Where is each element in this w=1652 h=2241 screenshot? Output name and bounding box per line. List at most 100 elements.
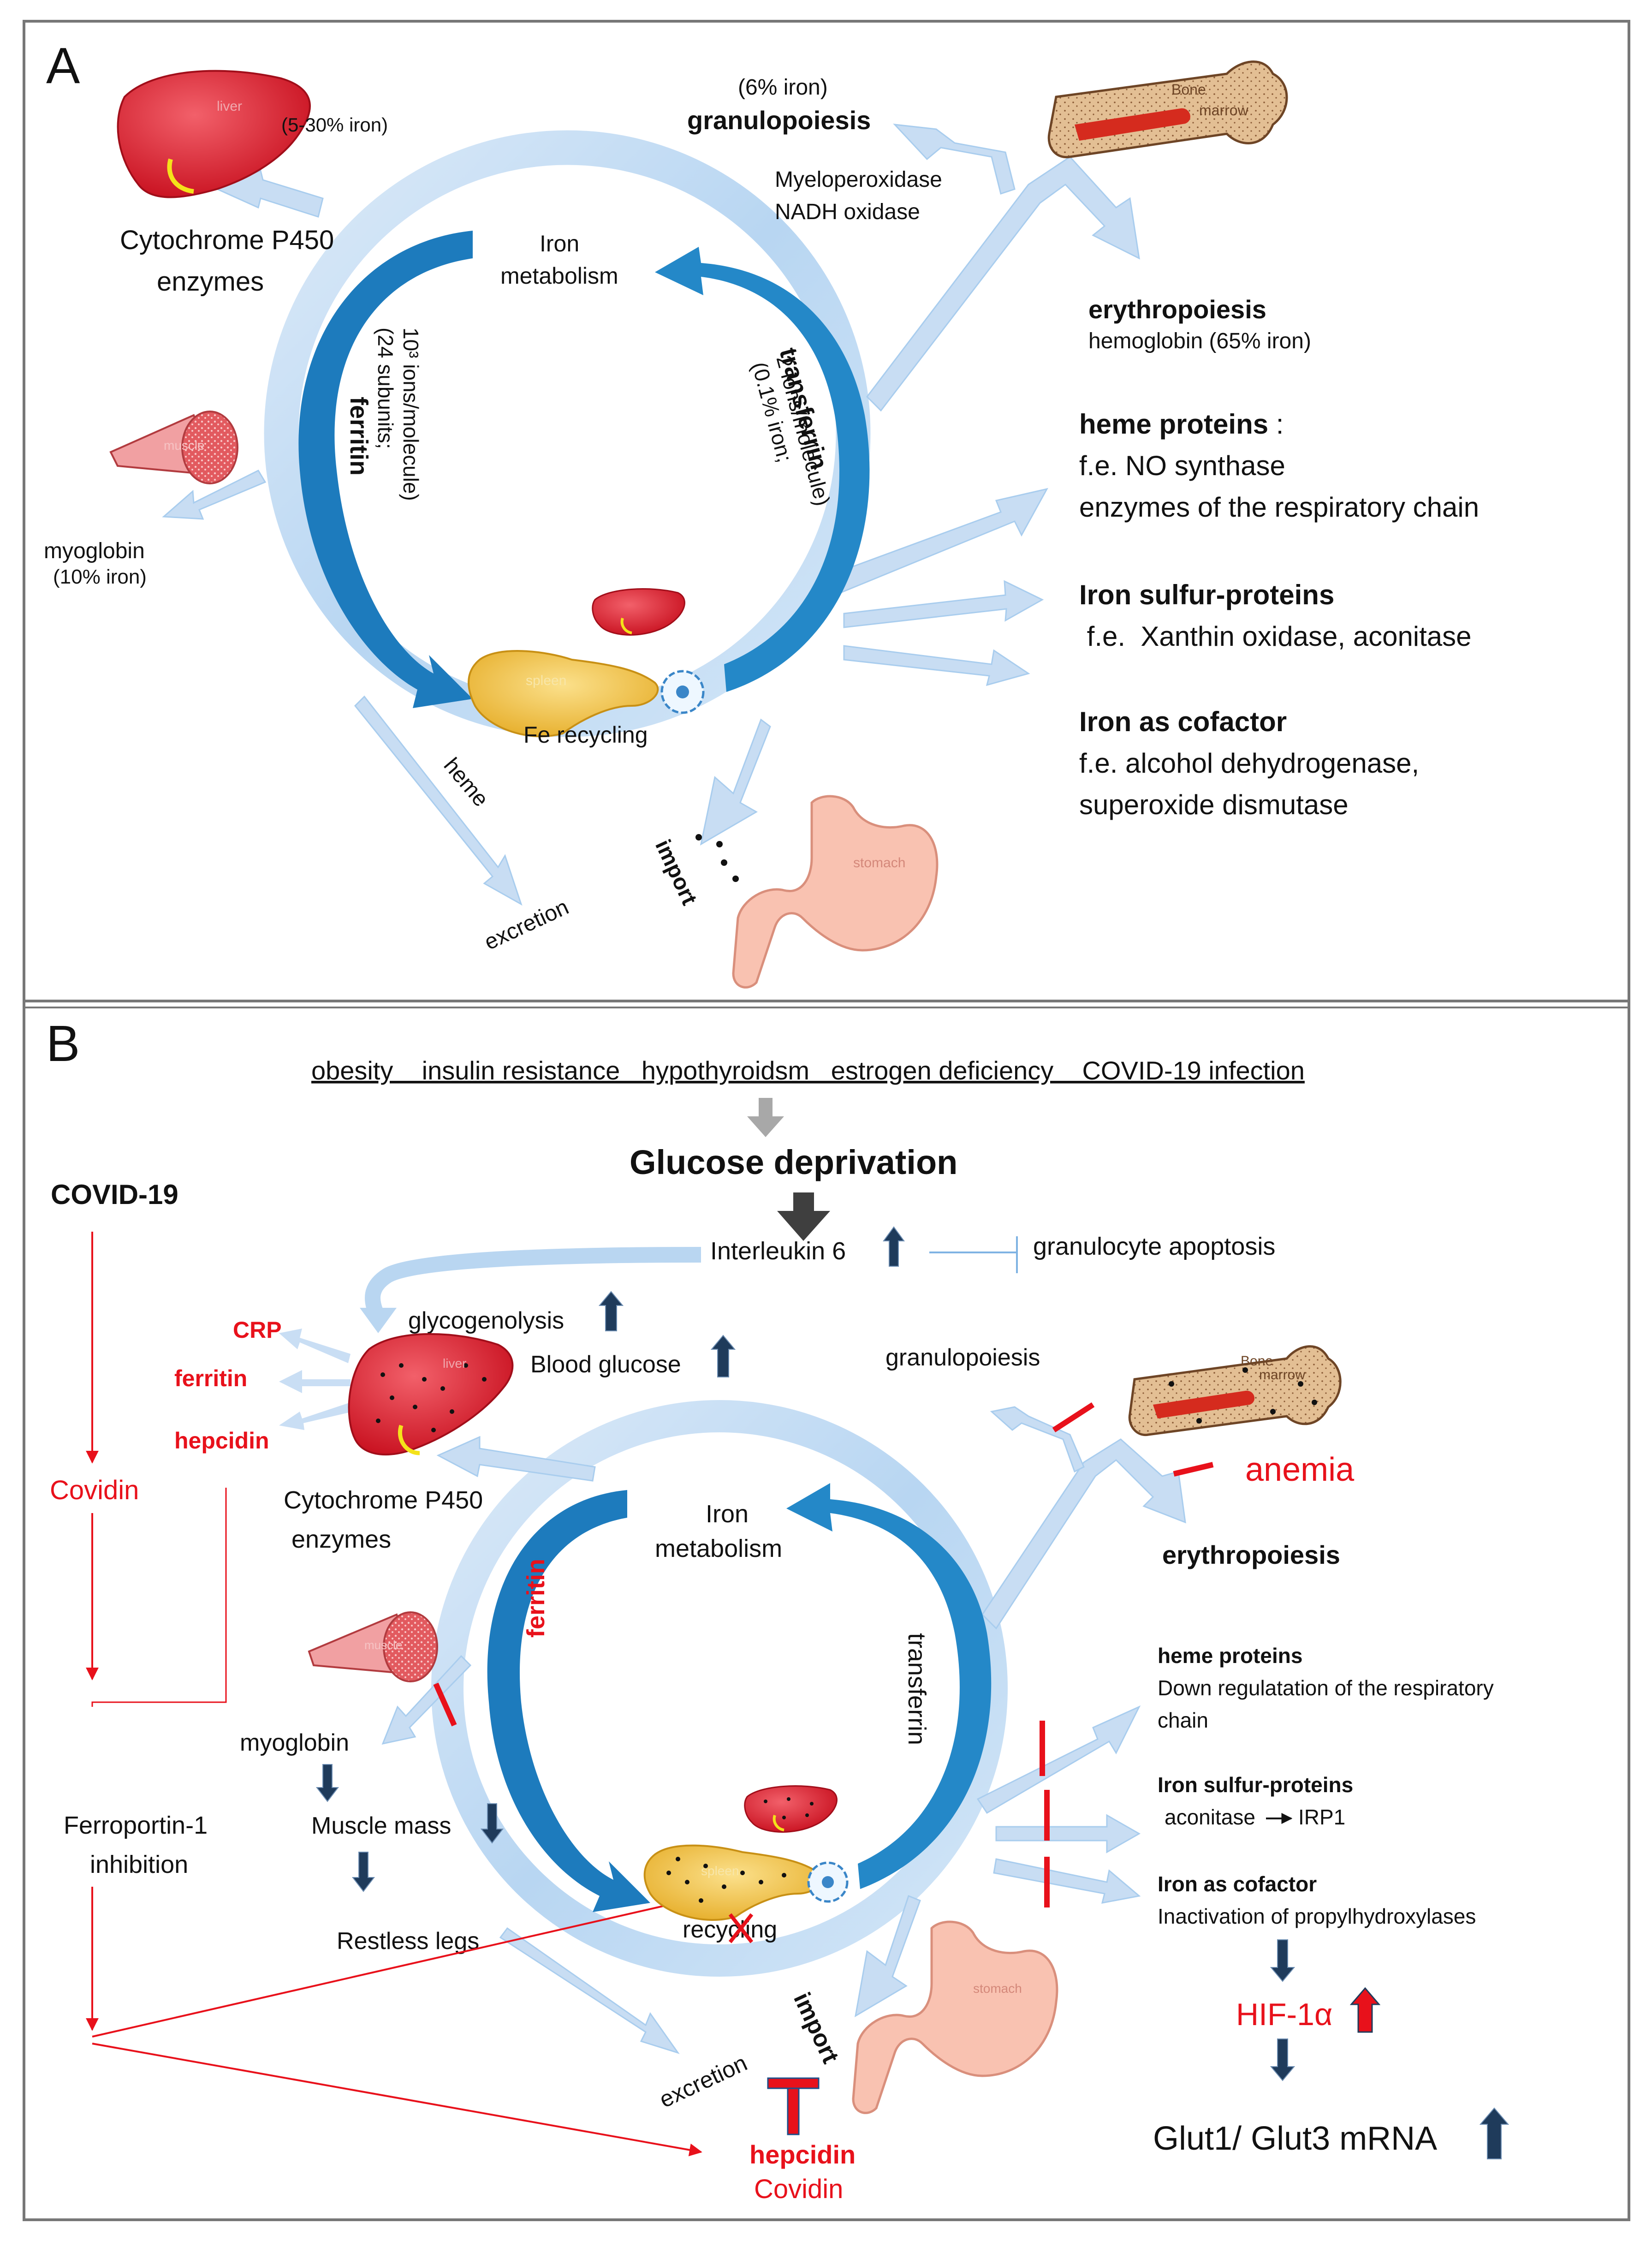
glycogenolysis: glycogenolysis	[408, 1307, 564, 1334]
heme-title-a-word: heme proteins	[1079, 409, 1268, 440]
causes-arrow	[747, 1098, 784, 1137]
ferritin-detail-a: (24 subunits; 10³ ions/molecule)	[374, 328, 423, 501]
heme-title-b: heme proteins	[1158, 1644, 1302, 1668]
bone-iron-dots-b	[1169, 1367, 1317, 1424]
granulo-block	[1052, 1402, 1095, 1433]
arrow-to-heme-b	[976, 1705, 1141, 1814]
outer-frame	[23, 20, 1630, 2221]
liver-illustration-a: liver	[117, 70, 311, 198]
fes-1a-b: aconitase	[1165, 1805, 1255, 1829]
muscle-down-arrow	[480, 1803, 504, 1844]
heme-title-a: heme proteins :	[1079, 409, 1284, 440]
muscle-illustration-a: muscle	[109, 411, 238, 484]
arrow-to-fes-proteins	[843, 580, 1044, 628]
ferroportin-1: Ferroportin-1	[64, 1812, 208, 1839]
heme-1-b: Down regulatation of the respiratory	[1158, 1676, 1494, 1700]
heme-colon: :	[1276, 409, 1284, 440]
liver-word-b: liver	[443, 1356, 466, 1371]
heme-1-a: f.e. NO synthase	[1079, 450, 1285, 481]
arrow-to-granulo-b	[990, 1406, 1085, 1473]
bone-marrow-illustration-a: Bone marrow	[1047, 60, 1288, 159]
spleen-word-b: spleen	[701, 1864, 739, 1878]
myoglobin-a: myoglobin	[44, 539, 145, 563]
ferritin-a: ferritin	[345, 397, 373, 476]
stomach-illustration-a: stomach	[732, 795, 939, 989]
il6: Interleukin 6	[710, 1237, 846, 1265]
hepcidin-inhibit-t	[767, 2077, 820, 2135]
hepcidin-to-ferroportin	[91, 1488, 227, 1707]
arrow-to-granulopoiesis	[893, 124, 1016, 195]
glut-mrna: Glut1/ Glut3 mRNA	[1153, 2120, 1437, 2157]
erythro-a: erythropoiesis	[1088, 295, 1266, 324]
blood-glucose: Blood glucose	[530, 1351, 681, 1378]
hif1a: HIF-1α	[1236, 1997, 1332, 2032]
transferrin-label-b: transferrin	[903, 1633, 931, 1745]
myeloperoxidase: Myeloperoxidase	[775, 167, 942, 192]
nadh-oxidase: NADH oxidase	[775, 200, 920, 224]
ferroportin-to-recycling	[92, 1896, 689, 2038]
myoglobin-pct-a: (10% iron)	[53, 566, 147, 588]
ferritin-b: ferritin	[522, 1559, 550, 1638]
excretion-label-a: excretion	[481, 895, 572, 955]
macrophage-a	[660, 670, 705, 714]
arrow-to-cofactor	[843, 645, 1030, 686]
arrow-to-cof-b	[993, 1858, 1141, 1904]
myoglobin-block	[433, 1682, 457, 1727]
bone-word-b: Bone	[1241, 1353, 1273, 1369]
small-liver-a	[592, 588, 685, 636]
ferroportin-2: inhibition	[90, 1851, 188, 1878]
liver-output-arrows	[279, 1329, 353, 1430]
iron-metab-b-2: metabolism	[655, 1535, 782, 1562]
arrow-to-fes-b	[995, 1814, 1141, 1854]
panel-a-label: A	[46, 37, 80, 94]
cof-title-b: Iron as cofactor	[1158, 1872, 1317, 1896]
hemoglobin-a: hemoglobin (65% iron)	[1088, 329, 1311, 353]
fes-1-a: f.e. Xanthin oxidase, aconitase	[1079, 621, 1472, 652]
block-bars-b	[1040, 1721, 1050, 1907]
covid19-title: COVID-19	[51, 1179, 178, 1210]
transferrin-b: transferrin	[903, 1633, 931, 1745]
arrow-to-myoglobin	[162, 470, 267, 520]
arrow-to-liver	[210, 170, 324, 218]
arrow-to-heme-proteins	[824, 488, 1048, 596]
iron-metab-a-1: Iron	[540, 231, 579, 256]
causes-line: obesity insulin resistance hypothyroidsm…	[311, 1056, 1305, 1085]
myo-down-arrow	[315, 1764, 339, 1802]
cyp-label-b-2: enzymes	[291, 1526, 391, 1553]
arrow-to-liver-b	[436, 1436, 596, 1482]
liver-iron-dots-b	[376, 1363, 487, 1432]
fe-recycling-a: Fe recycling	[523, 722, 648, 748]
cyp-label-a-2: enzymes	[157, 267, 264, 297]
arrow-to-excretion	[354, 695, 523, 906]
myoglobin-b: myoglobin	[240, 1729, 349, 1756]
spleen-illustration-a: spleen	[468, 650, 659, 738]
muscle-illustration-b: muscle	[308, 1611, 438, 1682]
recycling-x-mark	[728, 1913, 754, 1943]
cof-1-a: f.e. alcohol dehydrogenase,	[1079, 748, 1419, 779]
fes-title-b: Iron sulfur-proteins	[1158, 1773, 1353, 1797]
ferroportin-to-hepcidin	[92, 2043, 702, 2157]
hif-up-arrow	[1349, 1987, 1381, 2033]
cof-down-arrow	[1270, 1939, 1295, 1982]
excretion-label-b: excretion	[655, 2050, 751, 2112]
glut-up-arrow	[1479, 2107, 1509, 2159]
liver-illustration-b: liver	[348, 1333, 514, 1456]
marrow-word-b: marrow	[1259, 1367, 1305, 1383]
granulo-b: granulopoiesis	[885, 1344, 1040, 1371]
panel-b: B obesity insulin resistance hypothyroid…	[46, 1015, 1509, 2204]
radiating-arrows	[162, 124, 1140, 906]
arrow-to-bone-marrow	[866, 156, 1140, 412]
ferritin-label-b: ferritin	[522, 1559, 550, 1638]
import-label-b: import	[788, 1989, 844, 2068]
panel-b-label: B	[46, 1015, 80, 1072]
liver-word-a: liver	[217, 99, 242, 114]
restless-legs: Restless legs	[337, 1928, 479, 1955]
heme-2-b: chain	[1158, 1708, 1208, 1732]
muscle-word-a: muscle	[164, 438, 205, 453]
anemia: anemia	[1245, 1451, 1355, 1488]
bone-marrow-illustration-b: Bone marrow	[1128, 1345, 1342, 1436]
marrow-word-a: marrow	[1199, 102, 1249, 119]
covidin-left: Covidin	[50, 1475, 139, 1505]
iron-metab-a-2: metabolism	[500, 263, 618, 289]
